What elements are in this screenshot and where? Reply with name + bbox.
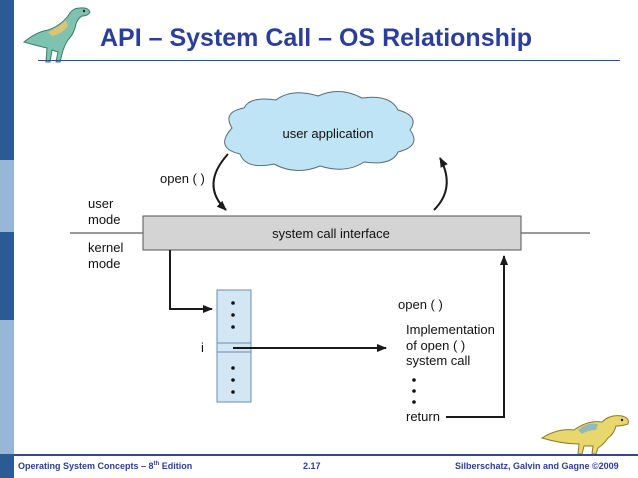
return-path-arrow (446, 255, 508, 418)
open-call-arrow (212, 153, 229, 211)
user-application-label: user application (282, 126, 373, 141)
kernel-mode-label-1: kernel (88, 240, 124, 255)
implementation-line-2: of open ( ) (406, 338, 465, 353)
return-to-user-arrow (433, 157, 448, 211)
kernel-mode-label-2: mode (88, 256, 121, 271)
system-call-interface-label: system call interface (272, 226, 390, 241)
open-call-label: open ( ) (160, 171, 205, 186)
dispatch-arrow (169, 250, 213, 313)
user-mode-label-1: user (88, 196, 114, 211)
dinosaur-icon-bottom-right (540, 415, 629, 455)
system-call-interface-box (142, 215, 522, 251)
footer-divider (14, 454, 638, 456)
footer-page-number: 2.17 (303, 461, 321, 471)
implementation-ellipsis (412, 378, 416, 404)
implementation-line-3: system call (406, 353, 470, 368)
return-label: return (406, 409, 440, 424)
footer-book-title: Operating System Concepts – 8th Edition (18, 461, 193, 471)
user-mode-label-2: mode (88, 212, 121, 227)
page-title: API – System Call – OS Relationship (100, 24, 533, 52)
table-index-label: i (201, 340, 204, 355)
system-call-table (216, 289, 252, 403)
title-divider (38, 60, 620, 61)
implementation-line-1: Implementation (406, 322, 495, 337)
user-application-cloud: user application (224, 91, 415, 171)
footer-copyright: Silberschatz, Galvin and Gagne ©2009 (455, 461, 619, 471)
implementation-open-label: open ( ) (398, 297, 443, 312)
sidebar-stripes (0, 0, 14, 478)
